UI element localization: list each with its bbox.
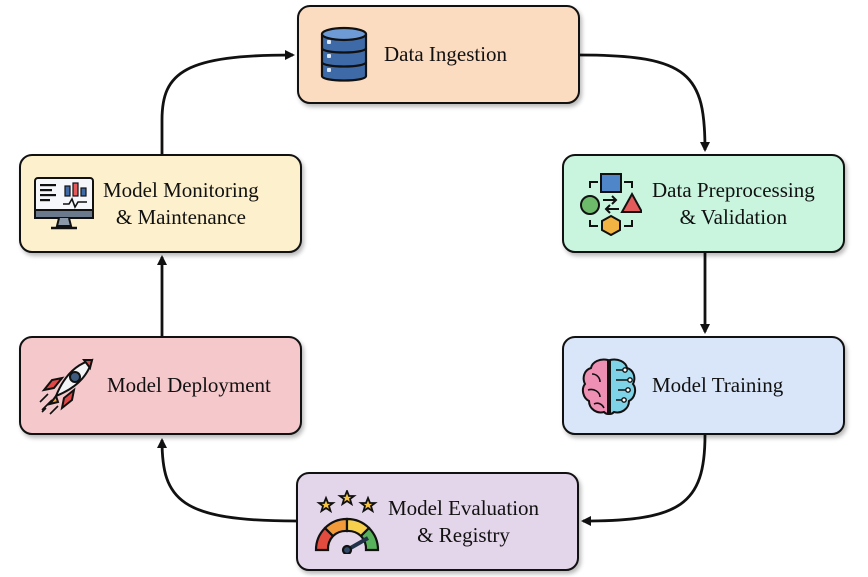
- node-label: Model Monitoring & Maintenance: [103, 177, 259, 229]
- shapes-flow-icon: [580, 172, 642, 236]
- node-label: Data Ingestion: [384, 42, 508, 66]
- node-label: Data Preprocessing & Validation: [652, 177, 815, 229]
- node-model-monitoring: Model Monitoring & Maintenance: [19, 154, 302, 253]
- rocket-icon: [39, 358, 94, 415]
- node-label: Model Training: [652, 373, 784, 397]
- monitor-dashboard-icon: [34, 176, 94, 229]
- node-data-preprocessing: Data Preprocessing & Validation: [562, 154, 845, 253]
- brain-circuit-icon: [581, 358, 637, 415]
- node-data-ingestion: Data Ingestion: [297, 5, 580, 104]
- node-model-evaluation: Model Evaluation & Registry: [296, 472, 579, 571]
- edge-monitoring-to-ingestion: [160, 50, 295, 154]
- database-icon: [320, 26, 368, 82]
- edge-ingestion-to-preprocessing: [579, 53, 710, 152]
- node-model-deployment: Model Deployment: [19, 336, 302, 435]
- edge-evaluation-to-deployment: [157, 438, 297, 523]
- gauge-stars-icon: [314, 489, 380, 554]
- edge-training-to-evaluation: [581, 434, 707, 526]
- node-label: Model Evaluation & Registry: [388, 495, 540, 547]
- node-label: Model Deployment: [107, 373, 271, 397]
- node-model-training: Model Training: [562, 336, 845, 435]
